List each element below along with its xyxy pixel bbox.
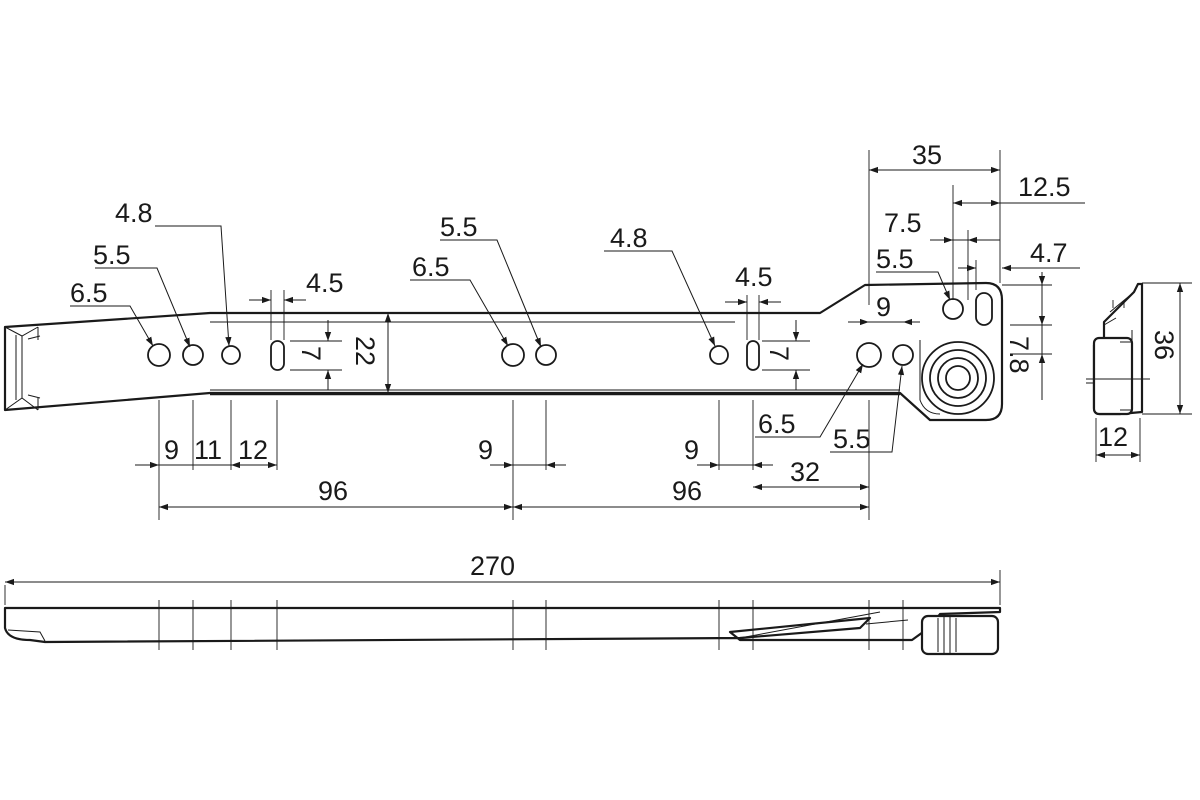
rail-left-notch xyxy=(27,335,41,399)
label-7-5: 7.5 xyxy=(884,208,922,238)
label-4-5-left: 4.5 xyxy=(306,268,344,298)
side-rail-outline xyxy=(3,606,1002,644)
label-5-5-bracket-low: 5.5 xyxy=(833,424,871,454)
label-6-5-bracket: 6.5 xyxy=(758,409,796,439)
hole-4-8-right xyxy=(709,345,729,365)
label-12-side: 12 xyxy=(1098,422,1128,452)
label-32: 32 xyxy=(790,457,820,487)
label-4-7: 4.7 xyxy=(1030,238,1068,268)
slot-right xyxy=(746,340,760,371)
dimension-labels: 4.8 5.5 6.5 4.5 7 22 5.5 6.5 4.8 4.5 7 3… xyxy=(70,140,1179,581)
roller-top xyxy=(921,341,995,415)
label-7-left: 7 xyxy=(296,346,326,361)
side-rail-detail xyxy=(7,611,909,642)
dimension-lines xyxy=(5,166,1184,586)
label-5-5-mid: 5.5 xyxy=(440,212,478,242)
label-6-5-left: 6.5 xyxy=(70,278,108,308)
label-22: 22 xyxy=(350,336,380,366)
hole-5-5-bracket-low xyxy=(892,344,914,366)
label-4-8-left: 4.8 xyxy=(115,198,153,228)
label-270: 270 xyxy=(470,551,515,581)
hole-6-5-mid xyxy=(501,343,525,367)
bracket-inner-line xyxy=(919,340,941,415)
slot-bracket xyxy=(975,292,993,326)
label-36: 36 xyxy=(1149,330,1179,360)
hole-5-5-left xyxy=(182,344,204,366)
label-12-5: 12.5 xyxy=(1018,172,1071,202)
end-view xyxy=(1086,282,1150,416)
slot-left xyxy=(270,340,285,371)
label-96-left: 96 xyxy=(318,476,348,506)
label-6-5-mid: 6.5 xyxy=(412,252,450,282)
label-96-right: 96 xyxy=(672,476,702,506)
label-5-5-left: 5.5 xyxy=(93,240,131,270)
label-9-bracket: 9 xyxy=(876,292,891,322)
hole-6-5-left xyxy=(147,343,171,367)
hole-5-5-mid xyxy=(535,344,557,366)
hole-6-5-bracket xyxy=(856,342,882,368)
hole-4-8-left xyxy=(221,345,241,365)
label-4-5-right: 4.5 xyxy=(735,262,773,292)
label-35: 35 xyxy=(912,140,942,170)
label-11-left: 11 xyxy=(194,435,222,465)
hole-5-5-bracket xyxy=(942,298,964,320)
label-9-mid: 9 xyxy=(478,435,493,465)
label-9-left: 9 xyxy=(164,435,179,465)
label-7-8: 7.8 xyxy=(1004,336,1034,374)
rail-left-end-detail xyxy=(4,326,39,411)
side-roller xyxy=(920,614,1000,656)
leader-lines xyxy=(70,225,951,453)
label-7-right: 7 xyxy=(764,346,794,361)
extension-lines xyxy=(4,150,1192,605)
label-4-8-right: 4.8 xyxy=(610,223,648,253)
rail-side-view xyxy=(3,600,1002,656)
rail-top-view xyxy=(3,281,1004,422)
label-9-right: 9 xyxy=(684,435,699,465)
side-hole-marks xyxy=(158,600,904,650)
rail-inner-line xyxy=(210,321,900,391)
label-12-left: 12 xyxy=(238,435,268,465)
label-5-5-bracket: 5.5 xyxy=(876,244,914,274)
